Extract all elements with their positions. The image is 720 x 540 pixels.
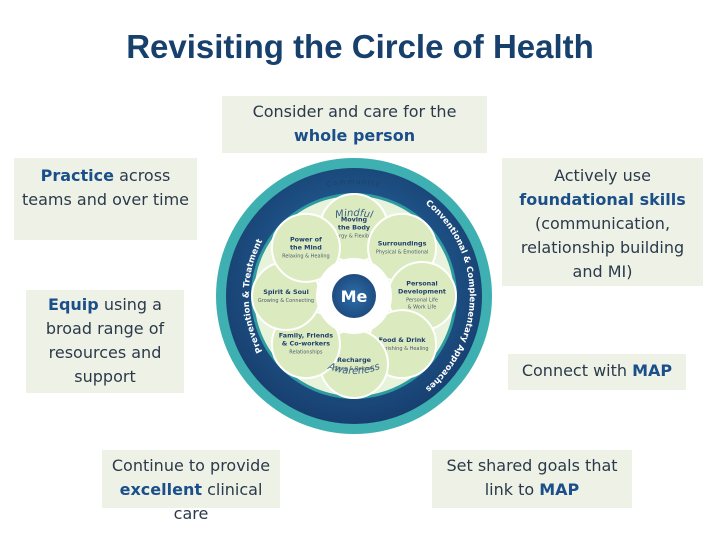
callout-goals-pre: Set shared goals that link to xyxy=(446,456,618,499)
wheel-awareness-label: Awareness xyxy=(326,361,382,377)
wheel-petal-subtitle: Energy & Flexibility xyxy=(330,234,378,240)
page-title: Revisiting the Circle of Health xyxy=(126,28,594,65)
wheel-petal-title: Surroundings xyxy=(378,240,427,248)
callout-connect-em: MAP xyxy=(632,361,673,380)
callout-whole-person-line1: Consider and care for the xyxy=(252,102,457,121)
callout-goals: Set shared goals that link to MAP xyxy=(432,450,632,508)
wheel-petal-subtitle: Relationships xyxy=(289,350,323,356)
wheel-center-label: Me xyxy=(341,287,368,306)
wheel-petal-subtitle: Nourishing & Healing xyxy=(376,346,429,352)
wheel-petal-title: Food & Drink xyxy=(379,336,427,344)
callout-continue: Continue to provide excellent clinical c… xyxy=(102,450,280,523)
wheel-petal-subtitle: Growing & Connecting xyxy=(258,298,314,304)
wheel-petal-title: Spirit & Soul xyxy=(263,288,309,296)
callout-connect-pre: Connect with xyxy=(521,361,633,380)
wheel-petal-title: the Mind xyxy=(290,244,322,252)
wheel-petal-title: Recharge xyxy=(337,356,372,364)
wheel-petal-subtitle: Physical & Emotional xyxy=(376,250,429,256)
wheel-petal-title: Power of xyxy=(290,236,322,244)
callout-continue-post: clinical care xyxy=(173,480,263,523)
callout-equip: Equip using a broad range of resources a… xyxy=(26,290,184,393)
callout-skills-em: foundational skills xyxy=(519,190,686,209)
wheel-petal-subtitle: Personal Life xyxy=(406,297,438,303)
wheel-core xyxy=(332,274,376,318)
wheel-community-label: Community xyxy=(326,178,381,189)
callout-practice: Practice across teams and over time xyxy=(14,158,197,240)
callout-whole-person-em: whole person xyxy=(293,126,416,145)
callout-continue-em: excellent xyxy=(119,480,202,499)
callout-practice-em: Practice xyxy=(40,166,114,185)
wheel-petal-title: the Body xyxy=(338,224,371,232)
wheel-petal-title: Family, Friends xyxy=(279,332,333,340)
callout-whole-person: Consider and care for the whole person xyxy=(222,96,487,153)
wheel-petal-subtitle: & Work Life xyxy=(408,304,437,310)
wheel-petal xyxy=(270,212,341,283)
callout-skills-line2: (communication, relationship building an… xyxy=(520,214,685,281)
callout-practice-rest: across teams and over time xyxy=(21,166,190,209)
callout-goals-em: MAP xyxy=(539,480,580,499)
callout-equip-em: Equip xyxy=(48,295,99,314)
callout-skills: Actively use foundational skills (commun… xyxy=(502,158,703,286)
svg-text:Mindful: Mindful xyxy=(334,208,374,221)
callout-equip-rest: using a broad range of resources and sup… xyxy=(45,295,165,386)
wheel-mindful-label: Mindful xyxy=(334,208,374,221)
wheel-petal-subtitle: Relaxing & Healing xyxy=(282,254,330,260)
wheel-petal-subtitle: Sleep & Refresh xyxy=(334,366,374,372)
svg-text:Awareness: Awareness xyxy=(326,361,382,377)
wheel-petal-title: Moving xyxy=(341,216,368,224)
wheel-petal-title: & Co-workers xyxy=(282,340,331,348)
wheel-petal-title: Development xyxy=(398,287,446,295)
callout-connect: Connect with MAP xyxy=(508,354,686,390)
wheel-petal-title: Personal xyxy=(406,279,437,287)
callout-continue-pre: Continue to provide xyxy=(111,456,271,475)
callout-skills-line1: Actively use xyxy=(554,166,651,185)
svg-text:Community: Community xyxy=(326,178,382,189)
